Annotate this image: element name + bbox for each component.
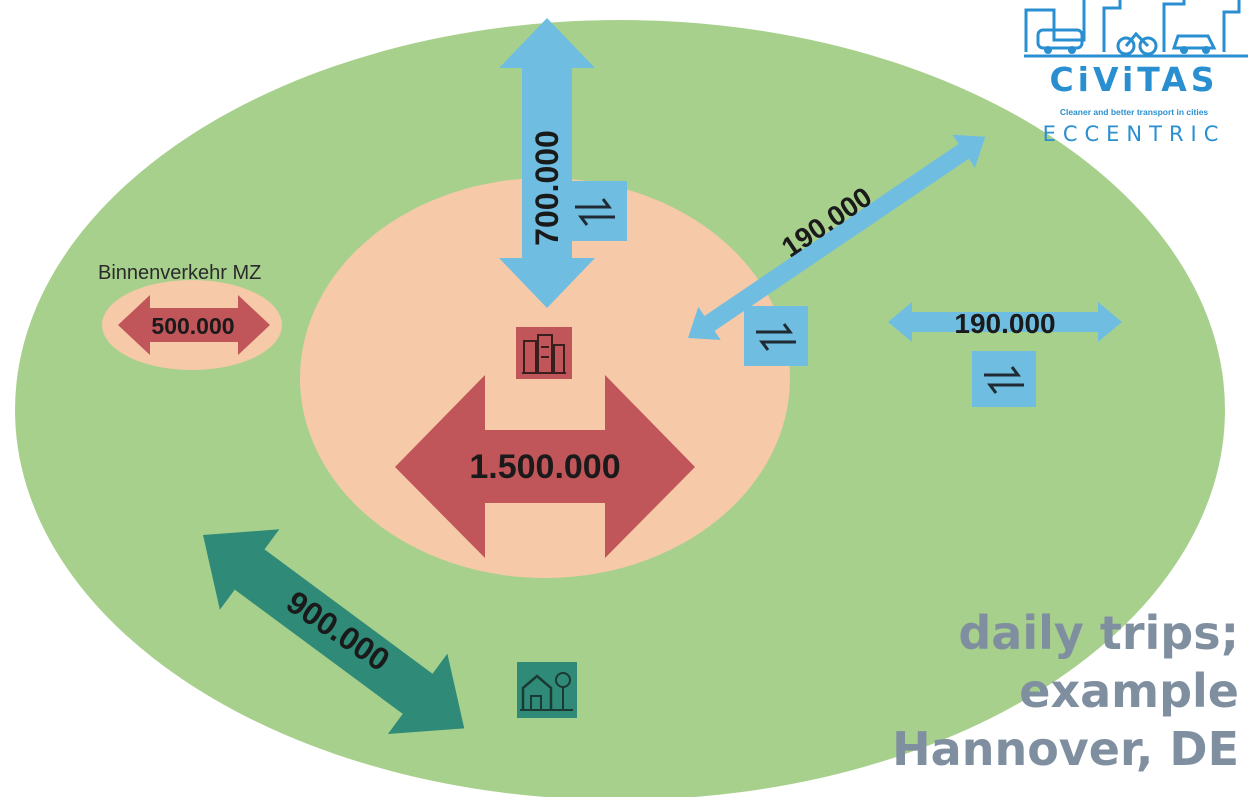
caption-line-3: Hannover, DE <box>892 722 1239 776</box>
caption: daily trips; example Hannover, DE <box>879 604 1239 778</box>
label-radial-top: 700.000 <box>529 130 565 246</box>
exchange-arrows-icon <box>563 181 627 241</box>
caption-line-2: example <box>1019 664 1239 718</box>
arrow-inner-mz <box>118 295 270 355</box>
logo-subtitle: ECCENTRIC <box>1042 122 1226 146</box>
caption-line-1: daily trips; <box>958 606 1239 660</box>
arrow-suburb <box>203 529 465 735</box>
arrow-horizontal-e <box>888 302 1122 342</box>
exchange-arrows-icon <box>744 306 808 366</box>
label-inner-mz: 500.000 <box>151 313 234 339</box>
logo-tagline: Cleaner and better transport in cities <box>1059 107 1209 117</box>
label-horizontal-e: 190.000 <box>954 308 1055 339</box>
civitas-logo-graphic <box>1024 0 1248 58</box>
arrow-diagonal-ne <box>688 134 986 340</box>
label-central: 1.500.000 <box>469 448 620 486</box>
arrow-central <box>395 375 695 558</box>
logo-name: CiViTAS <box>1049 60 1219 99</box>
city-buildings-icon <box>516 327 572 379</box>
suburb-houses-icon <box>517 662 577 718</box>
label-binnenverkehr: Binnenverkehr MZ <box>98 262 261 284</box>
exchange-arrows-icon <box>972 351 1036 407</box>
